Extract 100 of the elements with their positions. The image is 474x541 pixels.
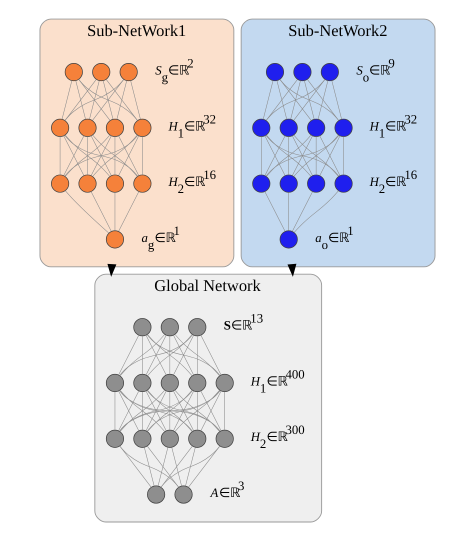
connector [265, 79, 298, 121]
connector [265, 135, 339, 176]
node-circle [334, 118, 352, 137]
node-circle [119, 63, 138, 82]
node-circle [188, 430, 206, 448]
node-circle [334, 174, 352, 193]
connector [64, 190, 108, 234]
connector [172, 334, 194, 376]
node-circle [132, 430, 151, 448]
connector [102, 80, 113, 120]
node-circle [92, 63, 110, 82]
connector [279, 79, 338, 121]
connector [292, 136, 312, 176]
node-circle [188, 374, 206, 392]
connector [174, 334, 220, 376]
node-circle [306, 174, 325, 193]
node-circle [78, 174, 96, 193]
connector [196, 336, 198, 374]
connector [200, 390, 221, 431]
connector [200, 334, 221, 376]
node-circle [50, 174, 69, 193]
connector [64, 79, 96, 121]
connector [304, 80, 314, 120]
connector [172, 390, 194, 431]
node-circle [146, 486, 165, 504]
node-circle [265, 63, 284, 82]
connector [119, 446, 178, 488]
arrow [106, 264, 116, 277]
connector [171, 447, 182, 486]
connector [260, 136, 262, 175]
connector [64, 79, 124, 121]
connector [90, 136, 112, 176]
connector [92, 134, 138, 177]
connector [146, 390, 192, 432]
connector [64, 135, 138, 176]
node-circle [160, 374, 178, 392]
connector [306, 79, 339, 121]
connector [315, 136, 316, 175]
node-circle [64, 63, 82, 82]
connector [290, 80, 300, 120]
node-circle [174, 486, 192, 504]
connector [331, 80, 342, 120]
connector [160, 446, 220, 488]
connector [114, 136, 115, 175]
connector [146, 334, 192, 376]
node-circle [105, 174, 124, 193]
connector [114, 392, 115, 430]
connector [157, 447, 168, 486]
node-circle [132, 374, 151, 392]
node-circle [132, 318, 151, 336]
node-circle [188, 318, 206, 336]
connector [174, 390, 220, 432]
node-circle [105, 118, 124, 137]
node-circle [320, 63, 338, 82]
connector [118, 390, 192, 432]
connector [276, 80, 287, 120]
connector [118, 334, 139, 376]
arrow [286, 264, 296, 277]
node-circle [215, 430, 234, 448]
node-circle [306, 118, 325, 137]
node-circle [160, 318, 178, 336]
connector [279, 79, 312, 121]
connector [146, 446, 178, 488]
connector [184, 447, 196, 486]
connector [169, 336, 170, 374]
node-circle [105, 230, 124, 248]
node-circle [292, 63, 311, 82]
connector [86, 136, 88, 175]
connector [264, 191, 285, 232]
connector [118, 390, 220, 432]
connector [118, 191, 139, 232]
connector [342, 136, 344, 175]
connector [292, 191, 312, 232]
node-circle [132, 174, 151, 193]
connector [266, 134, 311, 177]
connector [292, 79, 325, 121]
connector [146, 334, 220, 376]
connector [59, 136, 60, 175]
connector [119, 390, 164, 432]
connector [265, 79, 325, 121]
node-circle [132, 118, 151, 137]
node-circle [215, 374, 234, 392]
connector [146, 390, 220, 432]
connector [78, 79, 110, 121]
connector [116, 80, 126, 120]
node-circle [105, 430, 124, 448]
connector [75, 80, 86, 120]
connector [196, 392, 198, 430]
node-circle [279, 230, 298, 248]
connector [106, 79, 138, 121]
node-circle [50, 118, 69, 137]
node-circle [252, 118, 270, 137]
node-circle [78, 118, 96, 137]
connector [92, 79, 124, 121]
connector [317, 80, 328, 120]
connector [262, 80, 273, 120]
connector [78, 79, 138, 121]
connector [130, 80, 140, 120]
node-circle [279, 118, 298, 137]
connector [169, 392, 170, 430]
